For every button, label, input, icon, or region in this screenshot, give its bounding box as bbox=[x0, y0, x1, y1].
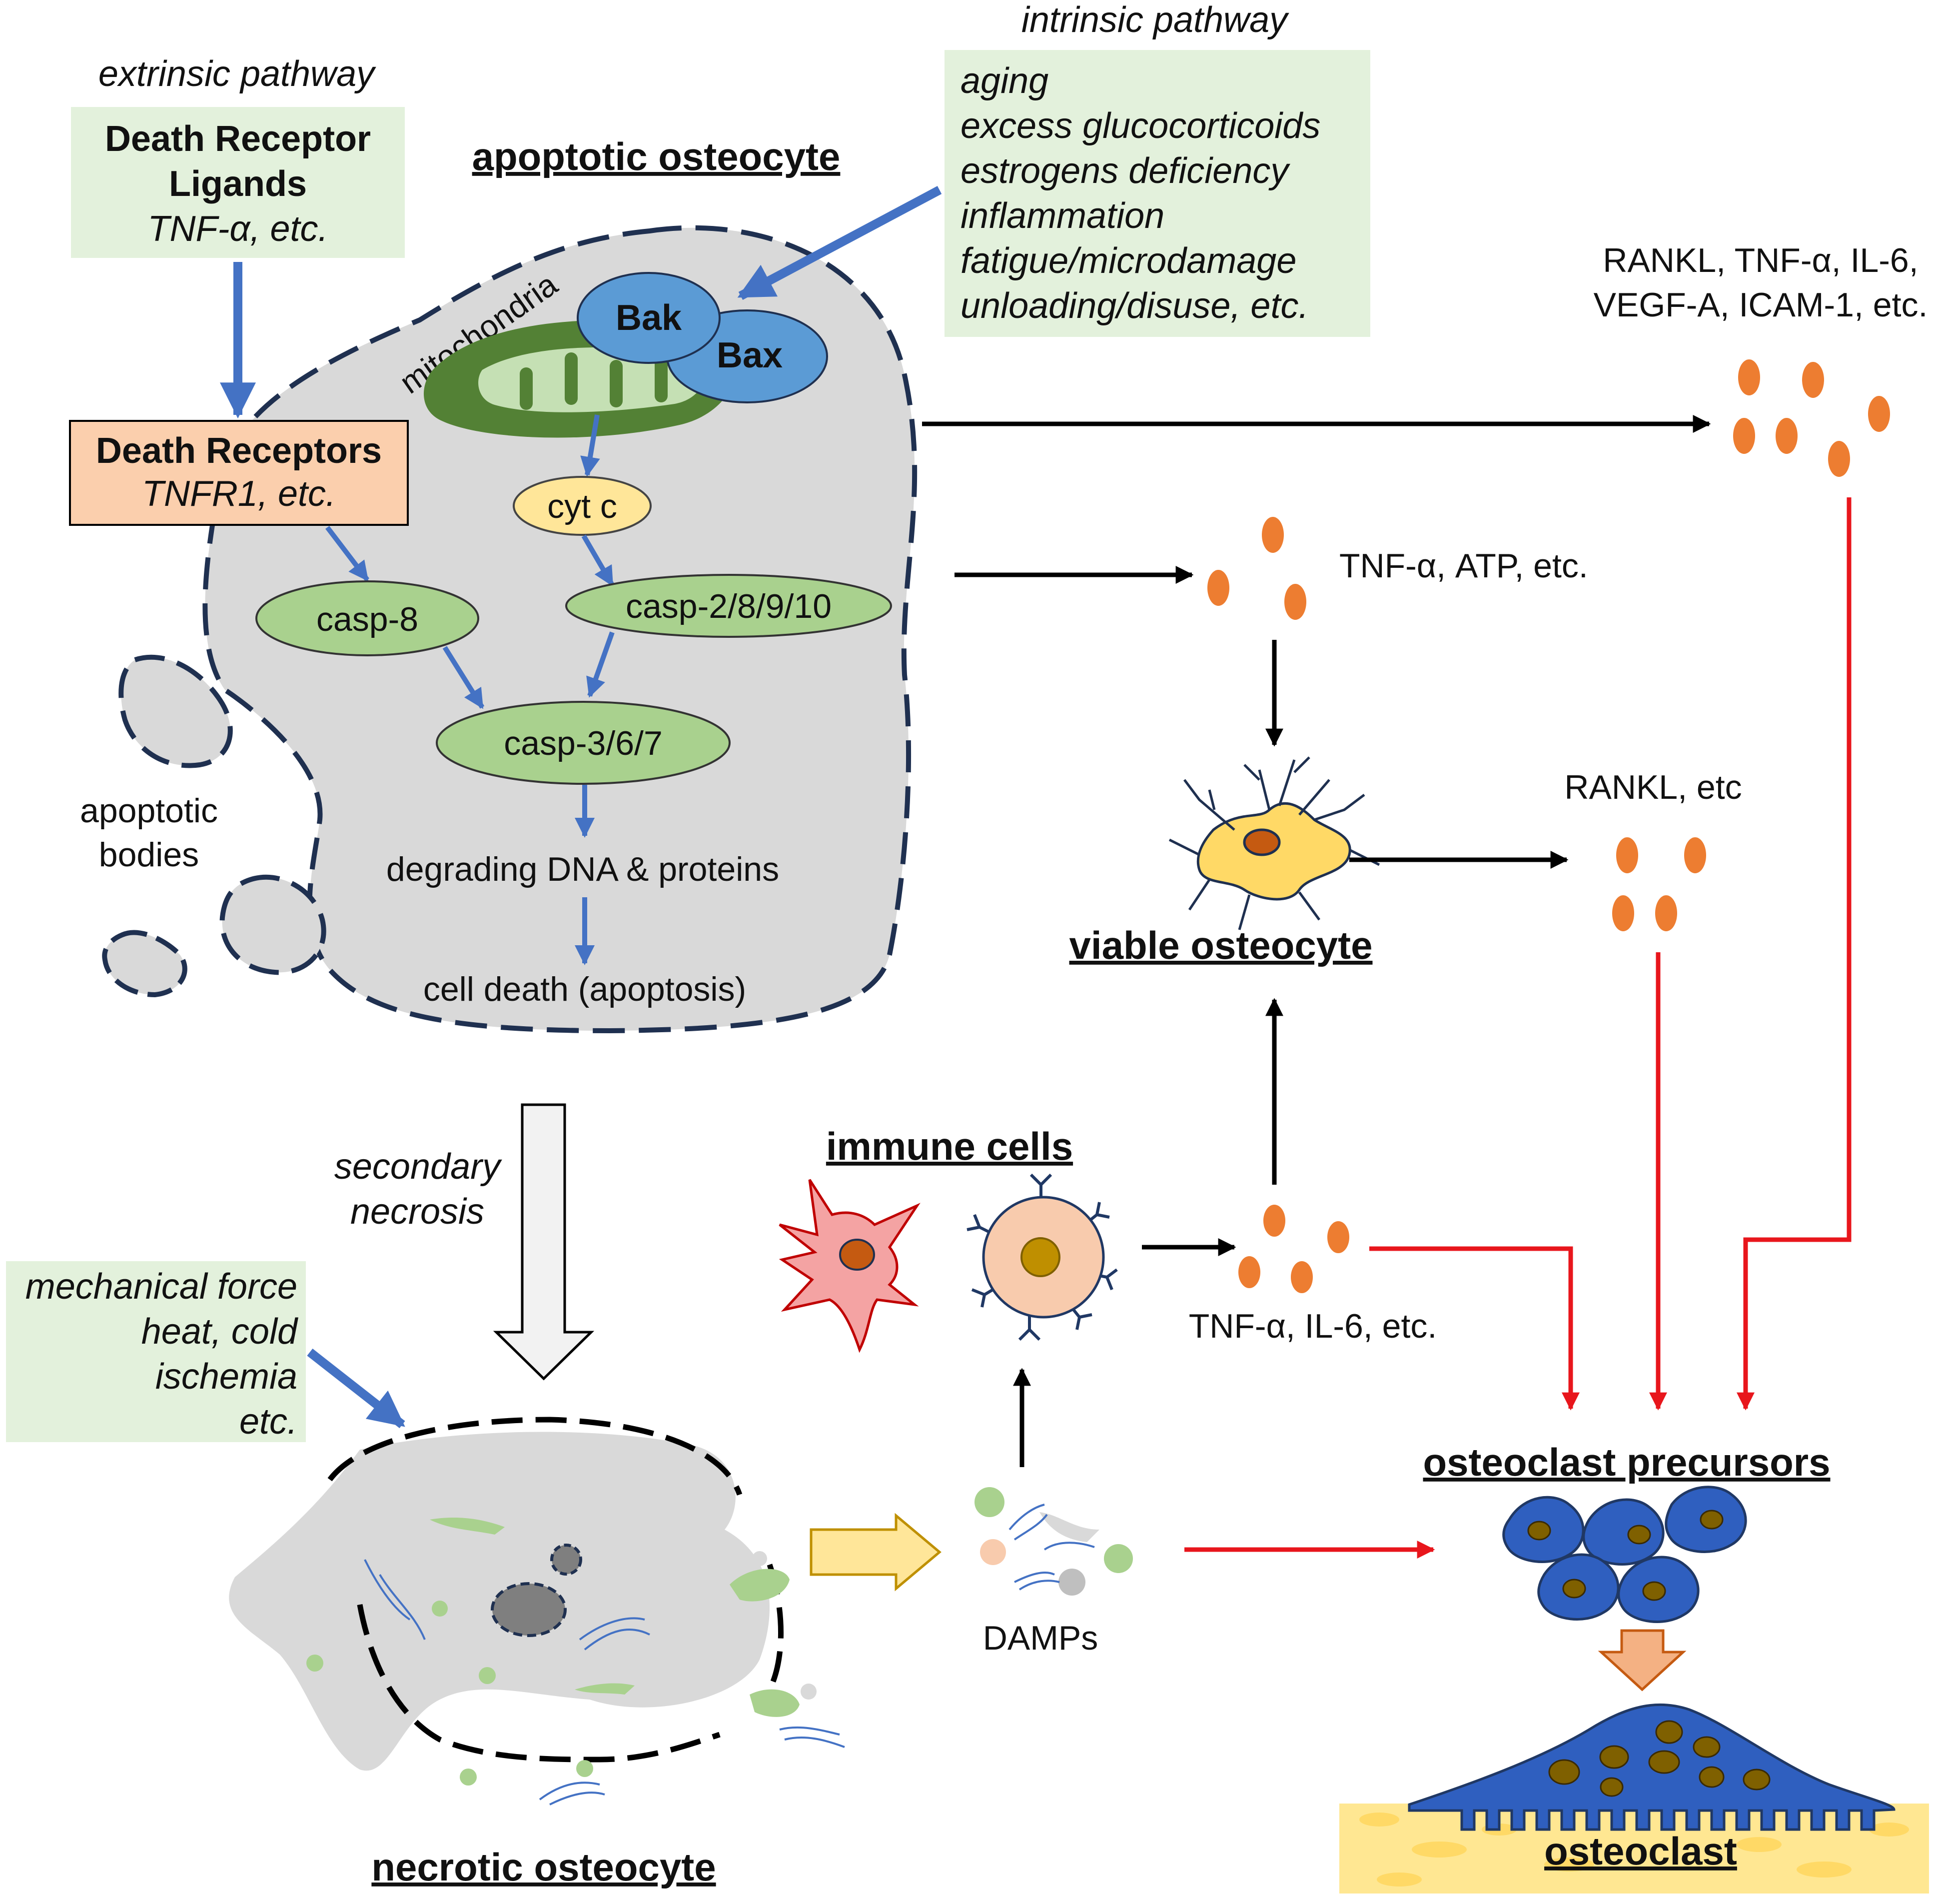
viable-osteocyte-label: viable osteocyte bbox=[1069, 923, 1373, 967]
intrinsic-item-5: unloading/disuse, etc. bbox=[961, 286, 1308, 326]
arrow-casp8-to-casp3 bbox=[442, 646, 485, 709]
osteoclast-precursors-label: osteoclast precursors bbox=[1423, 1440, 1830, 1484]
secondary-line1: secondary bbox=[334, 1147, 502, 1187]
signals-rankl-label: RANKL, etc bbox=[1564, 768, 1742, 806]
death-label: cell death (apoptosis) bbox=[423, 970, 746, 1008]
casp3-label: casp-3/6/7 bbox=[504, 724, 663, 762]
secondary-line2: necrosis bbox=[350, 1192, 484, 1232]
apoptotic-body-medium bbox=[219, 874, 326, 975]
cytc-label: cyt c bbox=[547, 487, 617, 525]
casp8-node bbox=[255, 580, 479, 656]
necrosis-causes-box bbox=[6, 1261, 306, 1442]
apoptotic-body-small bbox=[102, 930, 187, 998]
receptors-box bbox=[69, 420, 409, 526]
viable-osteocyte-nucleus bbox=[1243, 828, 1281, 856]
arrow-necrotic-to-damps bbox=[810, 1513, 942, 1592]
bone-texture bbox=[1359, 1813, 1909, 1887]
damps-label: DAMPs bbox=[983, 1619, 1098, 1657]
signals-immune-label: TNF-α, IL-6, etc. bbox=[1189, 1307, 1437, 1345]
arrow-causes-to-necrotic bbox=[307, 1348, 405, 1429]
casp2-label: casp-2/8/9/10 bbox=[626, 587, 832, 625]
signals-top-line2: VEGF-A, ICAM-1, etc. bbox=[1594, 286, 1928, 324]
intrinsic-box bbox=[945, 50, 1370, 337]
necrosis-cause-1: heat, cold bbox=[141, 1312, 298, 1352]
signal-dots-top bbox=[1733, 359, 1890, 477]
secondary-necrosis-arrow bbox=[493, 1103, 595, 1381]
ligands-example: TNF-α, etc. bbox=[147, 209, 328, 249]
casp2-node bbox=[565, 574, 892, 638]
apoptotic-bodies-line1: apoptotic bbox=[80, 792, 218, 830]
signals-top-line1: RANKL, TNF-α, IL-6, bbox=[1603, 241, 1918, 279]
necrosis-cause-0: mechanical force bbox=[25, 1267, 297, 1307]
cytc-node bbox=[513, 476, 652, 536]
immune-cell-lymphocyte bbox=[966, 1173, 1118, 1341]
osteoclast-nuclei bbox=[1548, 1720, 1771, 1797]
osteoclast-precursor-cells bbox=[1502, 1486, 1747, 1623]
intrinsic-item-1: excess glucocorticoids bbox=[961, 106, 1320, 146]
arrow-intrinsic-to-bak bbox=[737, 186, 942, 300]
arrow-cytc-to-casp2 bbox=[581, 534, 615, 587]
bak-node bbox=[577, 272, 721, 364]
signals-middle-label: TNF-α, ATP, etc. bbox=[1339, 547, 1588, 585]
arrow-immune-signals-to-precursors bbox=[1369, 1246, 1580, 1411]
damps-cluster bbox=[974, 1487, 1133, 1596]
intrinsic-item-4: fatigue/microdamage bbox=[961, 241, 1296, 281]
necrotic-nucleus-small bbox=[550, 1544, 582, 1576]
osteoclast-label: osteoclast bbox=[1544, 1829, 1737, 1873]
signal-dots-middle bbox=[1207, 517, 1306, 620]
necrotic-nucleus-large bbox=[491, 1582, 567, 1637]
arrow-top-signals-to-precursors bbox=[1737, 497, 1852, 1411]
apoptotic-title: apoptotic osteocyte bbox=[472, 134, 841, 178]
signal-dots-rankl bbox=[1612, 837, 1706, 931]
immune-cell-dendritic-nucleus bbox=[839, 1239, 875, 1271]
arrow-mito-to-cytc bbox=[580, 414, 600, 477]
casp3-node bbox=[436, 701, 731, 785]
degrading-label: degrading DNA & proteins bbox=[386, 850, 779, 888]
receptors-example: TNFR1, etc. bbox=[142, 474, 336, 514]
bax-label: Bax bbox=[717, 335, 783, 375]
immune-cells-label: immune cells bbox=[826, 1124, 1073, 1168]
bak-label: Bak bbox=[616, 298, 682, 338]
necrosis-cause-2: ischemia bbox=[155, 1357, 297, 1397]
intrinsic-item-0: aging bbox=[961, 61, 1048, 101]
necrotic-debris bbox=[306, 1517, 845, 1806]
ligands-line1: Death Receptor bbox=[105, 119, 371, 159]
necrotic-title: necrotic osteocyte bbox=[371, 1845, 716, 1889]
mitochondria-cristae bbox=[520, 352, 668, 410]
extrinsic-heading: extrinsic pathway bbox=[98, 54, 376, 94]
intrinsic-heading: intrinsic pathway bbox=[1021, 0, 1289, 40]
intrinsic-item-3: inflammation bbox=[961, 196, 1164, 236]
apoptotic-body-large bbox=[118, 654, 233, 768]
arrow-casp2-to-casp3 bbox=[586, 631, 615, 698]
intrinsic-item-2: estrogens deficiency bbox=[961, 151, 1290, 191]
apoptotic-bodies-line2: bodies bbox=[99, 836, 199, 874]
ligands-box bbox=[71, 107, 405, 258]
receptors-title: Death Receptors bbox=[96, 431, 382, 471]
arrow-precursors-to-osteoclast bbox=[1598, 1629, 1687, 1692]
ligands-line2: Ligands bbox=[169, 164, 307, 204]
signal-dots-immune bbox=[1238, 1205, 1349, 1293]
casp8-label: casp-8 bbox=[316, 600, 418, 638]
necrosis-cause-3: etc. bbox=[239, 1402, 297, 1442]
arrow-receptors-to-casp8 bbox=[325, 525, 369, 582]
